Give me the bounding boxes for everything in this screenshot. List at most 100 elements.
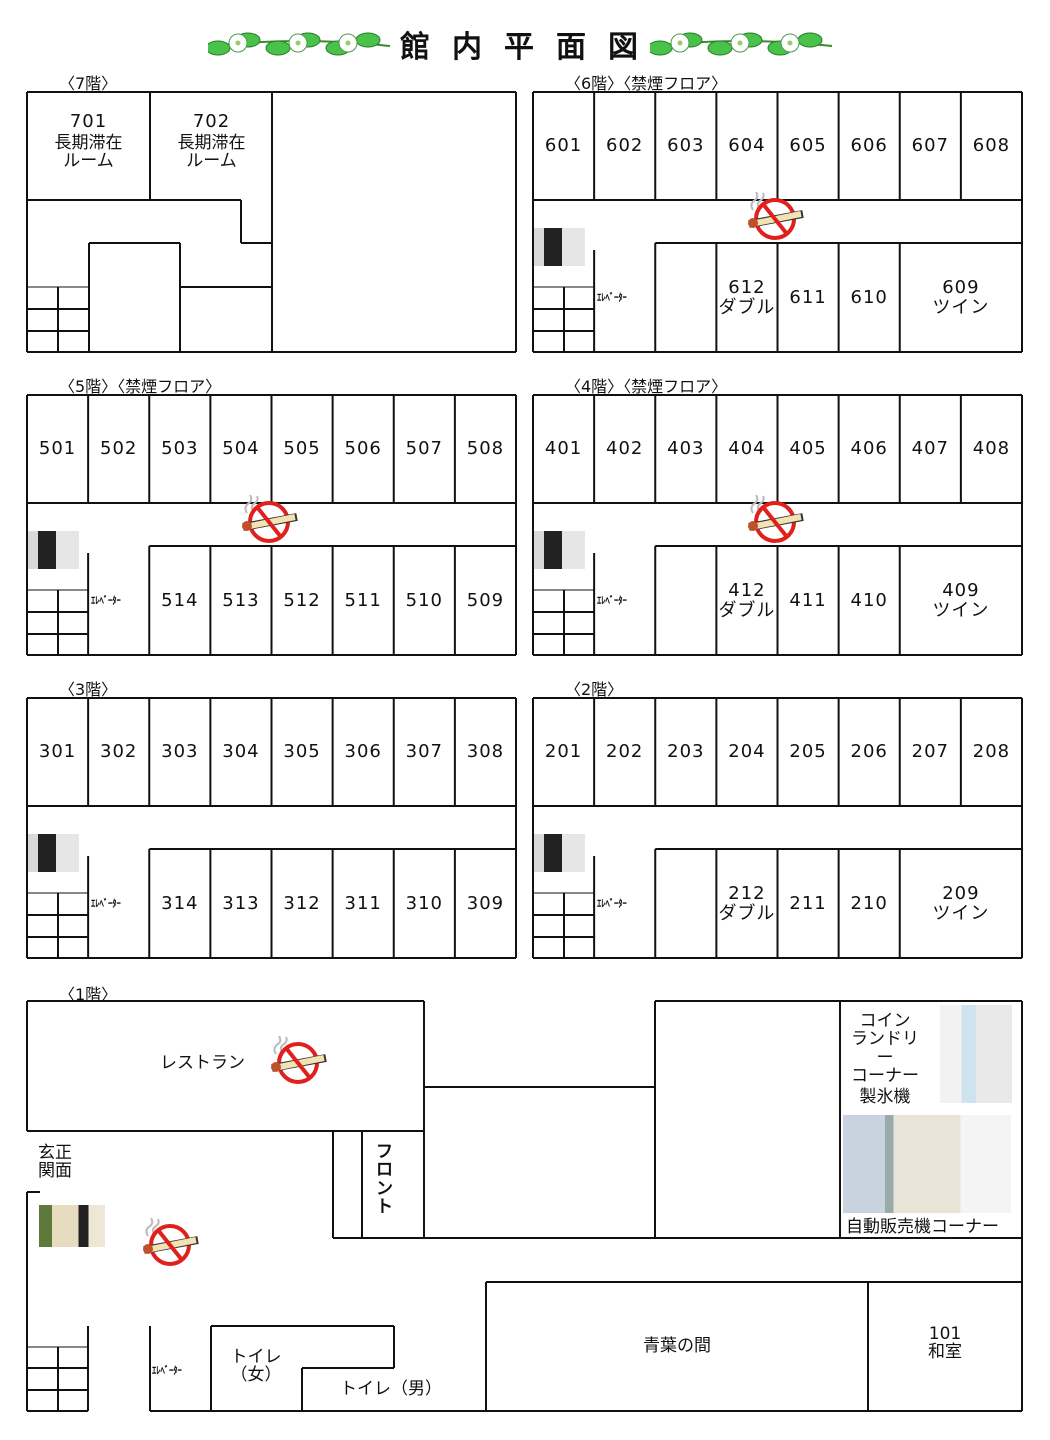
- stairs-photo: [534, 531, 585, 569]
- room-507: 507: [405, 438, 443, 460]
- room-602: 602: [606, 135, 644, 157]
- floor-label: 〈6階〉〈禁煙フロア〉: [565, 74, 728, 93]
- room-304: 304: [222, 741, 260, 763]
- room-311: 311: [344, 892, 382, 914]
- room-612: 612 ダブル: [718, 277, 776, 318]
- room-402: 402: [606, 438, 644, 460]
- room-number: 701: [69, 111, 108, 132]
- front-desk-label: フ ロ ン ト: [376, 1142, 393, 1218]
- leaf-garland-decoration: [647, 28, 836, 64]
- coin-laundry-label: コイン ランドリー コーナー: [851, 1011, 919, 1087]
- vending-corner-label: 自動販売機コーナー: [846, 1217, 999, 1237]
- room-409: 409 ツイン: [932, 580, 990, 621]
- elevator-label: ｴﾚﾍﾞｰﾀｰ: [91, 899, 121, 910]
- room-501: 501: [38, 438, 77, 460]
- no-smoking-icon: [140, 1217, 200, 1268]
- room-210: 210: [850, 892, 888, 914]
- room-604: 604: [728, 135, 766, 157]
- floor-label: 〈1階〉: [59, 985, 118, 1004]
- room-number: 702: [192, 111, 231, 132]
- toilet-men-label: トイレ（男）: [340, 1379, 442, 1399]
- room-208: 208: [972, 741, 1011, 763]
- room-302: 302: [100, 741, 138, 763]
- room-206: 206: [850, 741, 888, 763]
- room-514: 514: [161, 589, 199, 611]
- room-603: 603: [667, 135, 705, 157]
- ice-machine-label: 製氷機: [859, 1087, 911, 1107]
- room-312: 312: [283, 892, 321, 914]
- room-307: 307: [405, 741, 443, 763]
- floor-label: 〈5階〉〈禁煙フロア〉: [59, 377, 222, 396]
- room-411: 411: [789, 589, 827, 611]
- stairs-photo: [28, 531, 79, 569]
- room-408: 408: [972, 438, 1011, 460]
- room-412: 412 ダブル: [718, 580, 776, 621]
- room-201: 201: [544, 741, 583, 763]
- elevator-label: ｴﾚﾍﾞｰﾀｰ: [91, 596, 121, 607]
- room-305: 305: [283, 741, 321, 763]
- room-508: 508: [466, 438, 505, 460]
- leaf-garland-decoration: [205, 28, 394, 64]
- stairs-photo: [28, 834, 79, 872]
- room-207: 207: [911, 741, 949, 763]
- stairs-photo: [534, 834, 585, 872]
- no-smoking-icon: [239, 494, 299, 545]
- room-511: 511: [344, 589, 382, 611]
- room-509: 509: [466, 589, 505, 611]
- room-unlabeled: [655, 849, 716, 958]
- floor-label: 〈2階〉: [565, 680, 624, 699]
- room-502: 502: [100, 438, 138, 460]
- room-403: 403: [667, 438, 705, 460]
- room-503: 503: [161, 438, 199, 460]
- room-type: 長期滞在 ルーム: [54, 133, 123, 172]
- room-type: 長期滞在 ルーム: [177, 133, 246, 172]
- room-308: 308: [466, 741, 505, 763]
- floor-label: 〈3階〉: [59, 680, 118, 699]
- room-204: 204: [728, 741, 766, 763]
- room-309: 309: [466, 892, 505, 914]
- elevator-label: ｴﾚﾍﾞｰﾀｰ: [152, 1366, 182, 1377]
- room-407: 407: [911, 438, 949, 460]
- stairs-photo: [534, 228, 585, 266]
- room-313: 313: [222, 892, 260, 914]
- room-101-label: 101 和室: [928, 1324, 962, 1363]
- room-605: 605: [789, 135, 827, 157]
- room-209: 209 ツイン: [932, 883, 990, 924]
- desk-photo: [39, 1205, 105, 1247]
- room-212: 212 ダブル: [718, 883, 776, 924]
- room-611: 611: [789, 286, 827, 308]
- room-510: 510: [405, 589, 443, 611]
- room-606: 606: [850, 135, 888, 157]
- room-310: 310: [405, 892, 443, 914]
- room-306: 306: [344, 741, 382, 763]
- room-513: 513: [222, 589, 260, 611]
- room-404: 404: [728, 438, 766, 460]
- vending-photo: [843, 1115, 1011, 1213]
- room-505: 505: [283, 438, 321, 460]
- elevator-label: ｴﾚﾍﾞｰﾀｰ: [597, 596, 627, 607]
- room-unlabeled: [655, 243, 716, 352]
- page-title: 館内平面図: [400, 30, 660, 65]
- room-314: 314: [161, 892, 199, 914]
- room-303: 303: [161, 741, 199, 763]
- room-401: 401: [544, 438, 583, 460]
- room-205: 205: [789, 741, 827, 763]
- no-smoking-icon: [745, 494, 805, 545]
- no-smoking-icon: [268, 1035, 328, 1086]
- laundry-photo: [940, 1005, 1012, 1103]
- room-506: 506: [344, 438, 382, 460]
- room-504: 504: [222, 438, 260, 460]
- elevator-label: ｴﾚﾍﾞｰﾀｰ: [597, 293, 627, 304]
- room-512: 512: [283, 589, 321, 611]
- room-601: 601: [544, 135, 583, 157]
- toilet-women-label: トイレ （女）: [230, 1347, 282, 1386]
- room-203: 203: [667, 741, 705, 763]
- room-609: 609 ツイン: [932, 277, 990, 318]
- room-202: 202: [606, 741, 644, 763]
- room-unlabeled: [655, 546, 716, 655]
- room-608: 608: [972, 135, 1011, 157]
- room-405: 405: [789, 438, 827, 460]
- aoba-room-label: 青葉の間: [643, 1336, 711, 1357]
